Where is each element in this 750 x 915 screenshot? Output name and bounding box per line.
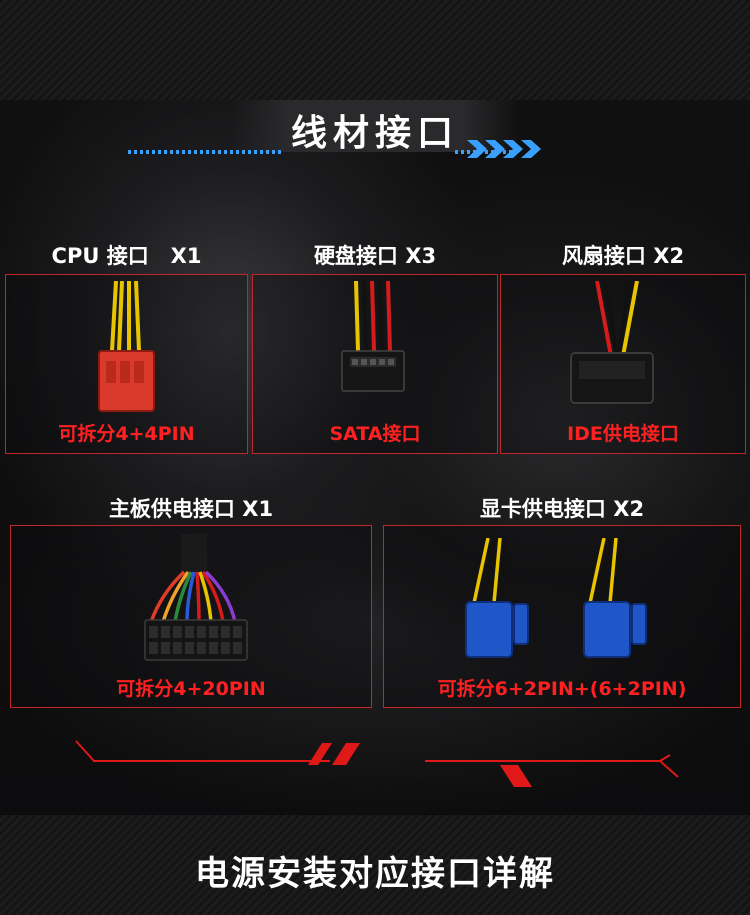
top-stripe (0, 0, 750, 100)
red-divider-decoration (75, 740, 679, 787)
accent-line-right (455, 150, 515, 154)
atx-connector-icon (144, 534, 248, 661)
mainboard-connector-box: 可拆分4+20PIN (10, 525, 372, 708)
cpu-connector-label: CPU 接口 X1 (51, 244, 202, 268)
gpu-connector-box: 可拆分6+2PIN+(6+2PIN) (383, 525, 741, 708)
chevron-arrows-icon (467, 140, 541, 158)
gpu-connector-caption: 可拆分6+2PIN+(6+2PIN) (437, 678, 687, 700)
cpu-connector-caption: 可拆分4+4PIN (58, 423, 195, 445)
bottom-stripe (0, 815, 750, 915)
hdd-connector-caption: SATA接口 (329, 423, 421, 445)
pcie-connector-icon (465, 538, 647, 658)
fan-connector-caption: IDE供电接口 (567, 423, 679, 445)
cpu-connector-box: 可拆分4+4PIN (5, 274, 248, 454)
ide-connector-icon (570, 281, 654, 404)
gpu-connector-label: 显卡供电接口 X2 (479, 497, 645, 521)
bottom-title: 电源安装对应接口详解 (195, 854, 555, 894)
fan-connector-box: IDE供电接口 (500, 274, 746, 454)
section-title: 线材接口 (290, 113, 459, 154)
cpu-connector-icon (98, 281, 155, 412)
sata-connector-icon (341, 281, 405, 392)
accent-line-left (128, 150, 283, 154)
fan-connector-label: 风扇接口 X2 (561, 244, 685, 268)
mainboard-connector-caption: 可拆分4+20PIN (116, 678, 266, 700)
hdd-connector-label: 硬盘接口 X3 (313, 244, 437, 268)
mainboard-connector-label: 主板供电接口 X1 (108, 497, 274, 521)
hdd-connector-box: SATA接口 (252, 274, 498, 454)
